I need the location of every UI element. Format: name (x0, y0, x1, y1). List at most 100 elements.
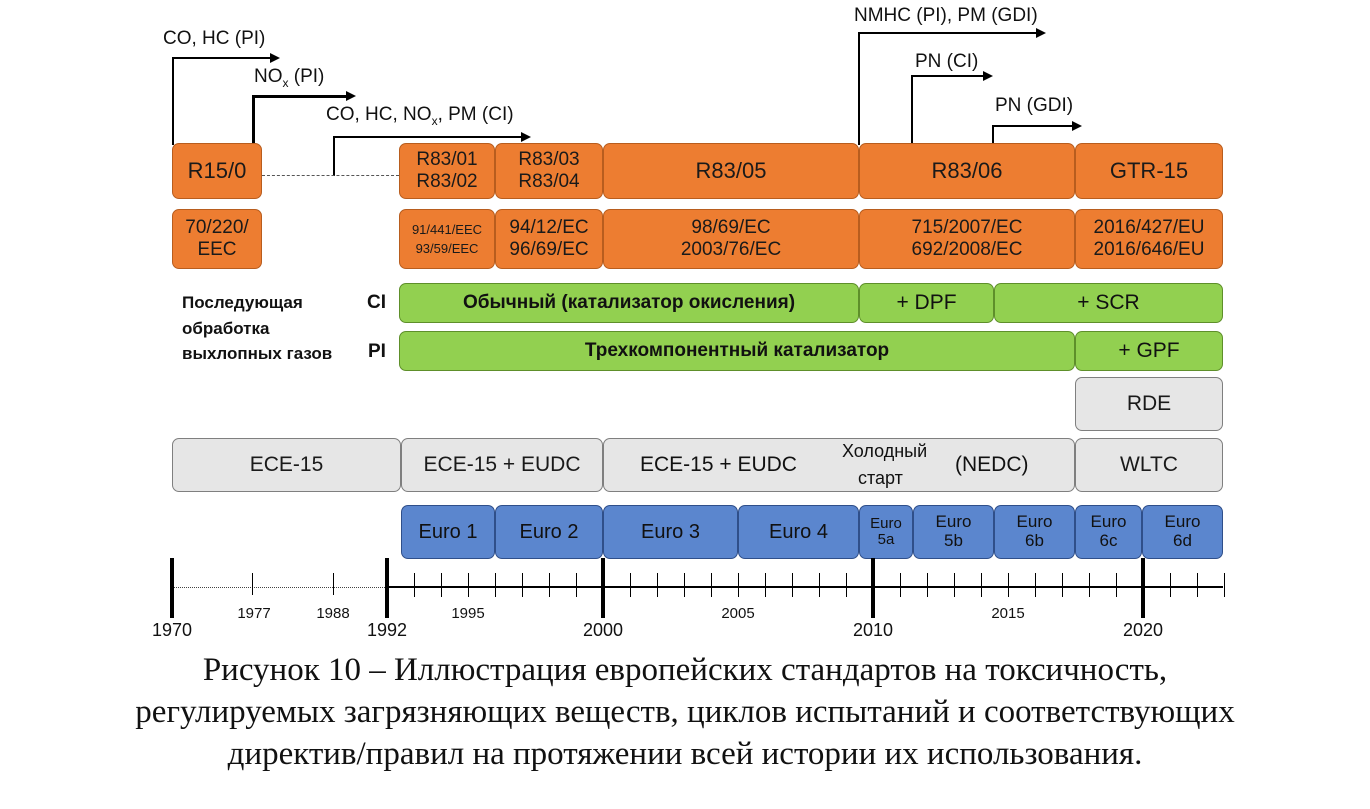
arrow-pn-gdi-h (992, 125, 1074, 127)
arrowhead-icon (1036, 28, 1046, 38)
timeline-tick (495, 573, 497, 597)
timeline-tick (1224, 573, 1226, 597)
cycle-nedc-eudc-label: ECE-15 + EUDC (640, 453, 797, 476)
rde-box: RDE (1075, 377, 1223, 431)
timeline-major-tick-1992 (385, 558, 389, 618)
timeline-tick (549, 573, 551, 597)
euro-2: Euro 2 (495, 505, 603, 559)
arrowhead-icon (270, 53, 280, 63)
euro-1: Euro 1 (401, 505, 495, 559)
timeline-tick (792, 573, 794, 597)
arrowhead-icon (521, 132, 531, 142)
ci-conventional-catalyst: Обычный (катализатор окисления) (399, 283, 859, 323)
year-label-1992: 1992 (366, 620, 408, 640)
timeline-tick (684, 573, 686, 597)
arrow-nmhc-pm-v (858, 32, 860, 145)
timeline-tick (981, 573, 983, 597)
pollutant-co-hc-nox-pm-ci: CO, HC, NOx, PM (CI) (326, 104, 514, 128)
year-label-2005: 2005 (721, 605, 755, 622)
timeline-tick (765, 573, 767, 597)
aftertreatment-title: Последующая обработка выхлопных газов (182, 293, 333, 363)
arrow-co-hc-nox-pm-ci-v (333, 136, 335, 176)
year-label-1970: 1970 (151, 620, 193, 640)
timeline-tick (657, 573, 659, 597)
year-label-2000: 2000 (582, 620, 624, 640)
timeline-tick (1035, 573, 1037, 597)
arrowhead-icon (983, 71, 993, 81)
arrow-co-hc-pi-v (172, 57, 174, 145)
year-label-1977: 1977 (237, 605, 271, 622)
timeline-tick (927, 573, 929, 597)
timeline-tick (1089, 573, 1091, 597)
timeline-tick (414, 573, 416, 597)
pi-label: PI (368, 341, 386, 362)
figure-caption-line-2: регулируемых загрязняющих веществ, цикло… (135, 694, 1235, 730)
pi-gpf: + GPF (1075, 331, 1223, 371)
timeline-tick (441, 573, 443, 597)
arrowhead-icon (1072, 121, 1082, 131)
pollutant-nmhc-pm: NMHC (PI), PM (GDI) (854, 5, 1038, 26)
timeline-tick (711, 573, 713, 597)
year-label-2020: 2020 (1122, 620, 1164, 640)
timeline-tick (603, 573, 605, 597)
arrow-nox-pi-v (252, 95, 255, 145)
cycle-nedc-label: (NEDC) (955, 453, 1029, 476)
year-label-1995: 1995 (451, 605, 485, 622)
timeline-tick (522, 573, 524, 597)
cycle-wltc: WLTC (1075, 438, 1223, 492)
ci-dpf: + DPF (859, 283, 994, 323)
year-label-2015: 2015 (991, 605, 1025, 622)
regulation-gap-line (262, 175, 399, 176)
cycle-cold-start-line1: Холодный (842, 441, 928, 461)
regulation-gtr-15: GTR-15 (1075, 143, 1223, 199)
ci-label: CI (367, 292, 386, 313)
timeline-tick (900, 573, 902, 597)
arrow-co-hc-nox-pm-ci-h (333, 136, 523, 138)
cycle-nedc (603, 438, 1075, 492)
timeline-tick (1197, 573, 1199, 597)
pollutant-co-hc-pi: CO, HC (PI) (163, 28, 266, 49)
pollutant-nox-pi: NOx (PI) (254, 66, 325, 90)
figure-caption-line-3: директив/правил на протяжении всей истор… (227, 736, 1143, 772)
arrow-nox-pi-h (252, 95, 348, 98)
ci-scr: + SCR (994, 283, 1223, 323)
timeline-tick (630, 573, 632, 597)
regulation-r15: R15/0 (172, 143, 262, 199)
timeline-tick (576, 573, 578, 597)
arrow-co-hc-pi-h (172, 57, 272, 59)
timeline-tick (738, 573, 740, 597)
timeline-tick (954, 573, 956, 597)
arrow-pn-gdi-v (992, 125, 994, 145)
timeline-tick (1116, 573, 1118, 597)
cycle-ece15-eudc: ECE-15 + EUDC (401, 438, 603, 492)
pollutant-pn-ci: PN (CI) (915, 51, 979, 72)
euro-3: Euro 3 (603, 505, 738, 559)
timeline-tick (1062, 573, 1064, 597)
pollutant-pn-gdi: PN (GDI) (995, 95, 1074, 116)
timeline-tick (846, 573, 848, 597)
year-label-2010: 2010 (852, 620, 894, 640)
euro-4: Euro 4 (738, 505, 859, 559)
timeline-tick (1170, 573, 1172, 597)
timeline-tick (252, 573, 254, 595)
arrow-nmhc-pm-h (858, 32, 1038, 34)
regulation-r83-06: R83/06 (859, 143, 1075, 199)
figure-caption-line-1: Рисунок 10 – Иллюстрация европейских ста… (202, 652, 1168, 688)
arrowhead-icon (346, 91, 356, 101)
pi-three-way-catalyst: Трехкомпонентный катализатор (399, 331, 1075, 371)
timeline-tick (819, 573, 821, 597)
timeline-dotted-axis (172, 587, 387, 588)
year-label-1988: 1988 (316, 605, 350, 622)
